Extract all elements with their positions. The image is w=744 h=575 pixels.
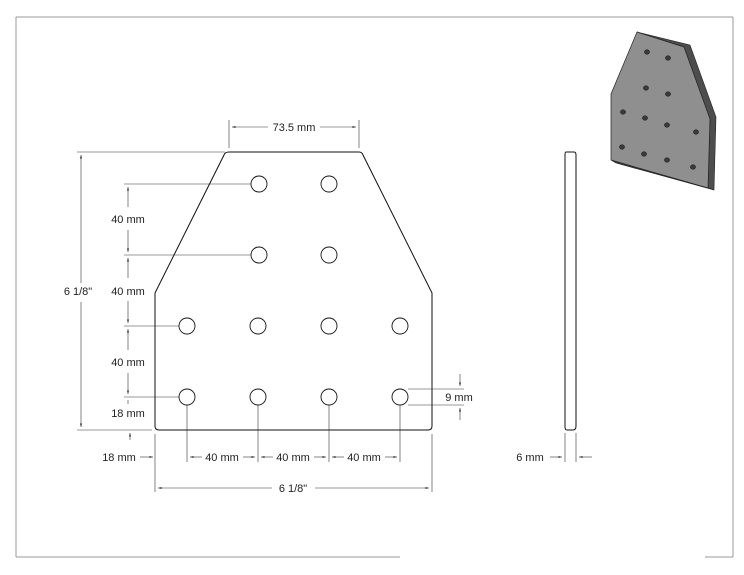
- hole: [320, 317, 338, 335]
- dim-label-thickness: 6 mm: [516, 452, 544, 464]
- hole: [320, 175, 338, 193]
- dim-label-overall-width: 6 1/8": [279, 483, 307, 495]
- dim-label-overall-height: 6 1/8": [64, 286, 92, 298]
- dim-label-v2: 40 mm: [111, 286, 145, 298]
- front-view: [154, 151, 433, 431]
- dim-label-h1: 40 mm: [205, 452, 239, 464]
- hole: [250, 246, 268, 264]
- dim-overall-height: 6 1/8": [64, 151, 225, 431]
- hole: [178, 317, 196, 335]
- dim-label-top-width: 73.5 mm: [273, 122, 316, 134]
- isometric-view: [610, 31, 717, 191]
- iso-holes: [619, 49, 699, 170]
- hole: [320, 388, 338, 406]
- dim-label-v1: 40 mm: [111, 214, 145, 226]
- hole: [249, 317, 267, 335]
- hole: [320, 246, 338, 264]
- plate-iso-face: [610, 31, 711, 189]
- side-view: 6 mm: [516, 151, 592, 464]
- hole: [250, 175, 268, 193]
- drawing-frame: [15, 16, 734, 558]
- dim-label-h3: 40 mm: [347, 452, 381, 464]
- dim-horizontal-spacing: 18 mm 40 mm 40 mm 40 mm 6 1/8": [102, 405, 433, 495]
- plate-side-outline: [564, 151, 577, 431]
- dim-label-v3: 40 mm: [111, 357, 145, 369]
- dim-vertical-spacing: 40 mm 40 mm 40 mm 18 mm: [111, 183, 251, 440]
- hole: [178, 388, 196, 406]
- dim-top-width: 73.5 mm: [228, 120, 360, 148]
- dim-label-edge-h: 18 mm: [102, 452, 136, 464]
- dim-label-h2: 40 mm: [276, 452, 310, 464]
- hole: [391, 317, 409, 335]
- dim-hole-diameter: 9 mm: [408, 374, 473, 420]
- hole: [249, 388, 267, 406]
- dim-label-hole-diameter: 9 mm: [445, 392, 473, 404]
- hole-pattern: [178, 175, 409, 406]
- plate-outline: [154, 151, 433, 431]
- hole: [391, 388, 409, 406]
- dim-label-edge-v: 18 mm: [111, 408, 145, 420]
